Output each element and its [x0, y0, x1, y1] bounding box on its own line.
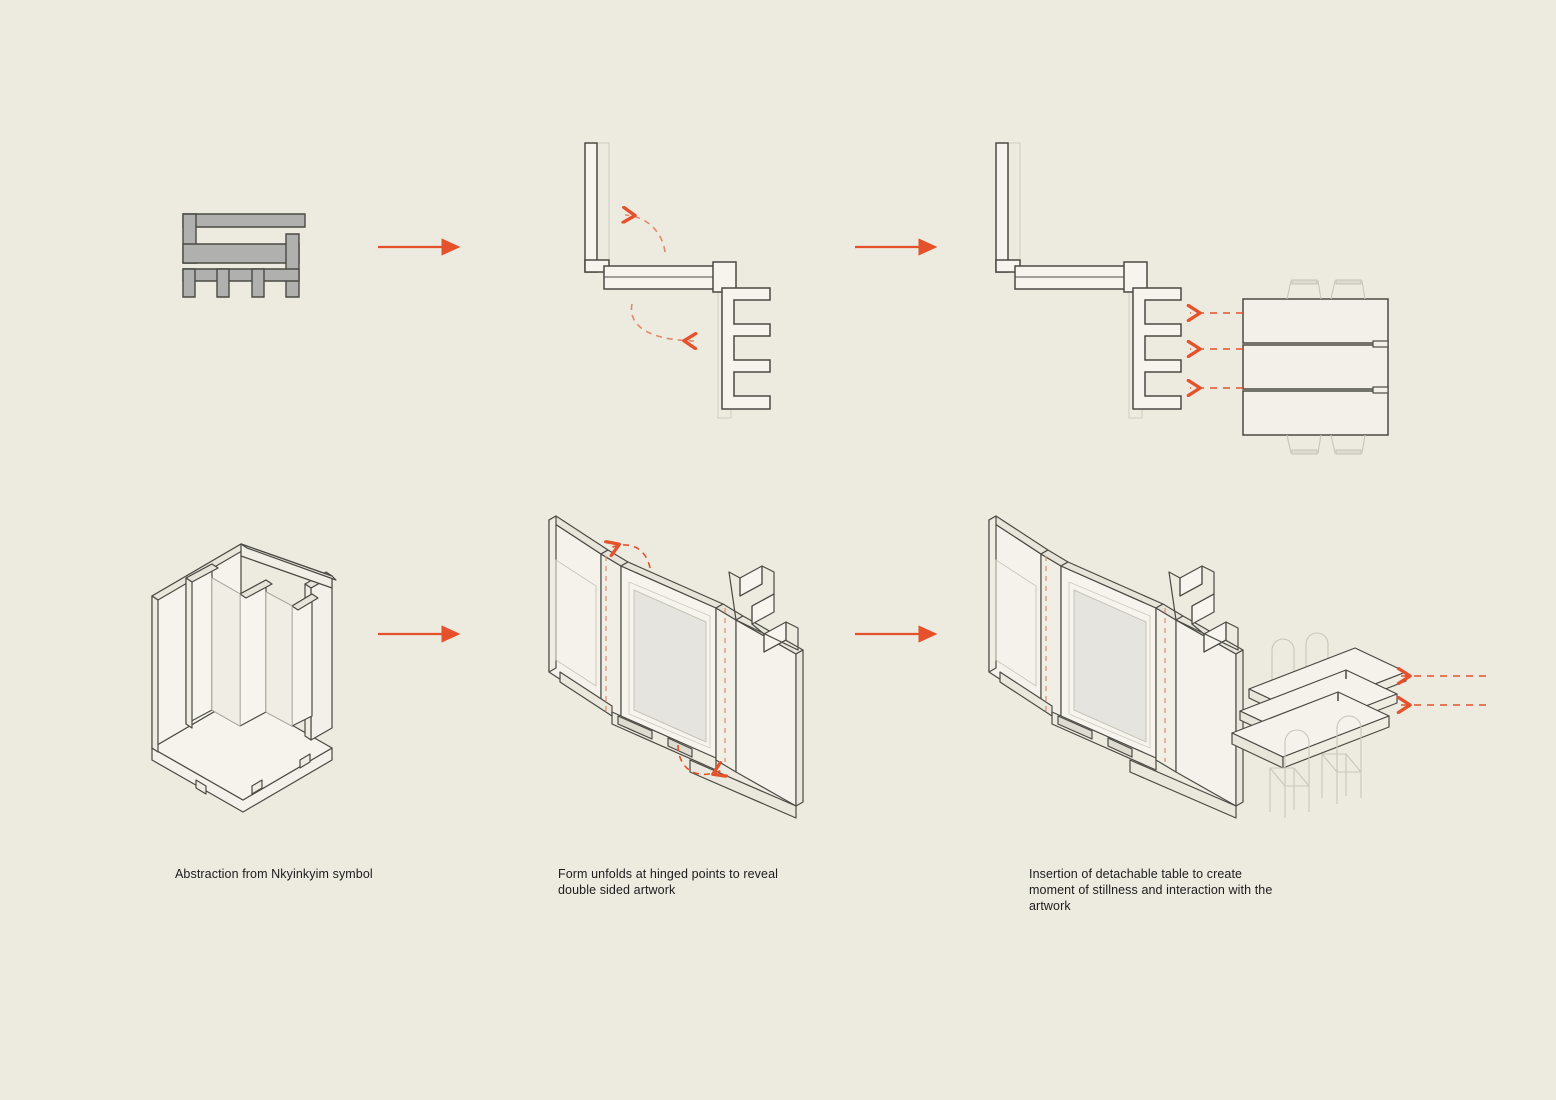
iso3-artwork-panel	[1073, 589, 1147, 743]
iso2-fin-step-2	[751, 593, 775, 625]
plan3-table	[1242, 298, 1389, 436]
iso1-inner-void-2	[265, 591, 293, 727]
iso3-left-wing-edge	[988, 515, 997, 673]
table-slab-1	[1242, 298, 1389, 344]
iso1-fin-3	[291, 593, 313, 727]
iso1-foot-3	[299, 753, 311, 769]
stage2-unfolded-plan	[584, 142, 771, 419]
table-joint-2	[1372, 386, 1389, 394]
iso2-center-foot-1	[617, 715, 653, 740]
plan2-fin-comb	[721, 287, 771, 410]
stage1-folded-isometric	[151, 543, 337, 813]
table-joint-1	[1372, 340, 1389, 348]
iso1-fin-1-edge	[185, 577, 193, 729]
iso2-center-foot-2	[667, 737, 693, 758]
iso2-hinge-post-right	[715, 607, 737, 773]
iso2-left-wing-inner-line	[555, 559, 597, 687]
iso1-foot-2	[251, 779, 263, 795]
symbol-bar-top	[182, 213, 306, 228]
caption-unfold: Form unfolds at hinged points to reveal …	[558, 867, 778, 897]
iso2-artwork-border	[628, 581, 711, 749]
hinge-arrow-plan-upper	[625, 215, 666, 253]
plan3-wing-left	[995, 142, 1009, 273]
symbol-bar-middle	[182, 243, 300, 264]
iso1-top-rail-top	[240, 543, 337, 581]
iso3-fin-step-2	[1191, 593, 1215, 625]
iso1-wall-outer-left-edge	[151, 595, 159, 753]
iso3-center-foot-2	[1107, 737, 1133, 758]
iso3-right-base	[1129, 759, 1237, 819]
hinge-arrow-plan-lower	[630, 303, 694, 341]
table-slab-2	[1242, 344, 1389, 390]
iso3-center-foot-1	[1057, 715, 1093, 740]
table-slab-3	[1242, 390, 1389, 436]
caption-table: Insertion of detachable table to create …	[1029, 867, 1273, 913]
hinge-arrow-iso-upper	[610, 545, 651, 569]
iso3-fin-step-1	[1179, 565, 1203, 597]
symbol-tooth-3	[251, 268, 265, 298]
iso1-foot-1	[195, 779, 207, 795]
iso3-hinge-post-right	[1155, 607, 1177, 773]
stage3-isometric-with-table	[988, 515, 1486, 819]
iso3-right-wing-edge	[1235, 649, 1244, 807]
iso3-artwork-border	[1068, 581, 1151, 749]
iso3-left-wing-inner-line	[995, 559, 1037, 687]
iso1-fin-2-top	[239, 579, 273, 599]
symbol-tooth-1	[182, 268, 196, 298]
iso3-chairs-near	[1269, 715, 1362, 818]
hinge-arrow-iso-lower	[677, 744, 722, 774]
iso2-hinge-post-left	[600, 553, 622, 719]
iso2-right-wing-edge	[795, 649, 804, 807]
iso1-inner-void-1	[211, 577, 241, 727]
iso2-fin-step-1	[739, 565, 763, 597]
iso2-fin-outline	[728, 565, 799, 653]
plan2-wing-left	[584, 142, 598, 273]
symbol-bar-lower	[182, 268, 300, 282]
symbol-tooth-2	[216, 268, 230, 298]
caption-abstraction: Abstraction from Nkyinkyim symbol	[175, 867, 373, 881]
stage2-unfolded-isometric	[548, 515, 804, 819]
iso1-fin-2	[239, 579, 267, 727]
iso2-artwork-panel	[633, 589, 707, 743]
iso1-fin-3-top	[291, 593, 319, 611]
stage1-symbol-plan	[182, 213, 306, 298]
plan3-chairs	[1286, 279, 1366, 455]
iso2-left-wing-edge	[548, 515, 557, 673]
iso3-hinge-post-left	[1040, 553, 1062, 719]
symbol-stem-right	[285, 233, 300, 298]
plan3-fin-comb	[1132, 287, 1182, 410]
iso3-chairs-far	[1271, 632, 1329, 691]
iso3-fin-outline	[1168, 565, 1239, 653]
iso3-table	[1231, 632, 1407, 818]
stage3-plan-with-table	[995, 142, 1389, 455]
